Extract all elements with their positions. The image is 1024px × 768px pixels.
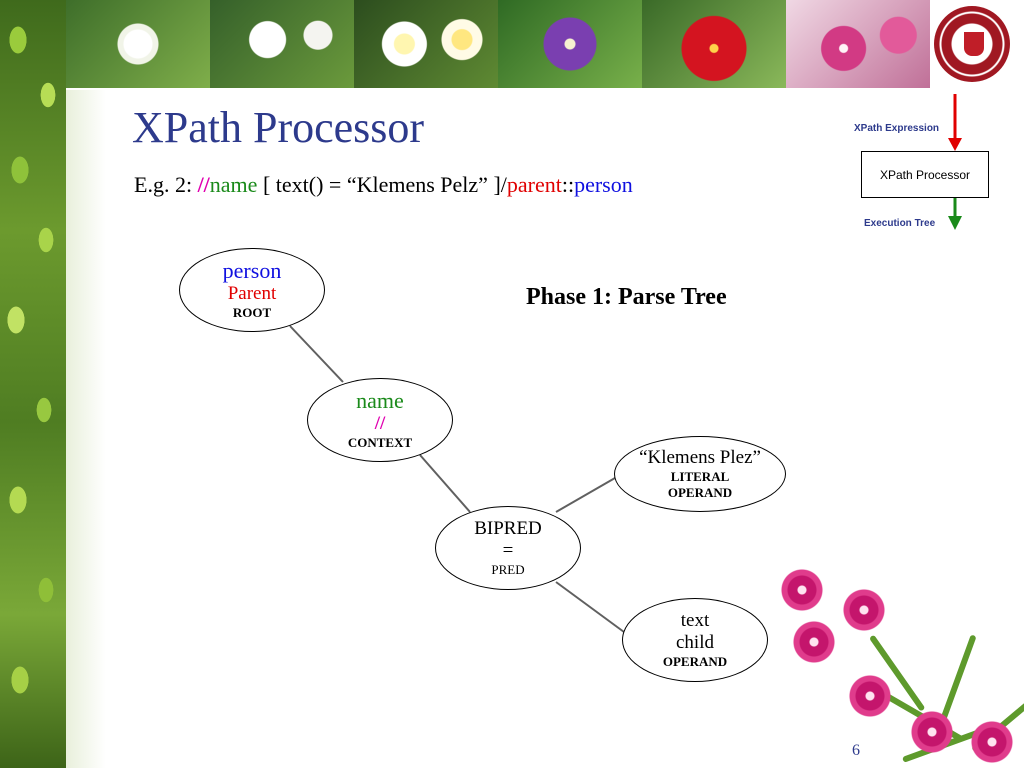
- node-context-secondary: //: [374, 413, 386, 434]
- foliage-fade: [66, 90, 106, 768]
- flower-photo-6: [786, 0, 930, 88]
- input-arrow-head-icon: [948, 138, 962, 151]
- edge-pred-text: [555, 581, 625, 633]
- orchid-flower: [780, 568, 824, 612]
- node-text-tag: OPERAND: [662, 654, 728, 669]
- expression-predicate: [ text() = “Klemens Pelz” ]/: [257, 172, 507, 197]
- node-literal-primary: “Klemens Plez”: [639, 447, 761, 468]
- node-root-secondary: Parent: [227, 283, 277, 304]
- node-text-primary: text: [680, 610, 710, 631]
- flower-photo-3: [354, 0, 498, 88]
- seal-shield-icon: [962, 30, 986, 58]
- flower-photo-5: [642, 0, 786, 88]
- flower-photo-2: [210, 0, 354, 88]
- node-pred-tag: PRED: [491, 562, 525, 577]
- node-context-primary: name: [356, 388, 404, 413]
- node-context-name: name // CONTEXT: [307, 378, 453, 462]
- orchid-decoration-image: [770, 560, 1024, 768]
- node-literal-tag2: OPERAND: [667, 485, 733, 500]
- foliage-border-image: [0, 0, 66, 768]
- phase-label: Phase 1: Parse Tree: [526, 284, 727, 310]
- expression-prefix: E.g. 2:: [134, 172, 198, 197]
- flower-photo-4: [498, 0, 642, 88]
- edge-root-context: [289, 325, 344, 383]
- orchid-flower: [970, 720, 1014, 764]
- node-text-secondary: child: [676, 632, 714, 653]
- processor-output-label: Execution Tree: [864, 218, 936, 229]
- orchid-flower: [848, 674, 892, 718]
- expression-name: name: [209, 172, 258, 197]
- processor-box: XPath Processor: [861, 151, 989, 198]
- orchid-flower: [792, 620, 836, 664]
- node-pred-secondary: =: [502, 540, 514, 561]
- edge-context-pred: [419, 454, 471, 513]
- flower-photo-banner: [66, 0, 930, 88]
- xpath-example-expression: E.g. 2: //name [ text() = “Klemens Pelz”…: [134, 172, 633, 198]
- node-literal-operand: “Klemens Plez” LITERAL OPERAND: [614, 436, 786, 512]
- expression-axis-symbol: //: [197, 172, 210, 197]
- expression-axis: parent: [506, 172, 562, 197]
- node-pred-bipred: BIPRED = PRED: [435, 506, 581, 590]
- node-root-person: person Parent ROOT: [179, 248, 325, 332]
- page-number: 6: [852, 742, 860, 759]
- output-arrow-head-icon: [948, 216, 962, 230]
- edge-pred-literal: [555, 477, 616, 513]
- orchid-flower: [910, 710, 954, 754]
- orchid-flower: [842, 588, 886, 632]
- node-text-operand: text child OPERAND: [622, 598, 768, 682]
- node-literal-tag1: LITERAL: [670, 469, 730, 484]
- node-root-tag: ROOT: [232, 305, 272, 320]
- flower-photo-1: [66, 0, 210, 88]
- node-context-tag: CONTEXT: [347, 435, 413, 450]
- node-pred-primary: BIPRED: [474, 518, 542, 539]
- expression-target: person: [574, 172, 633, 197]
- node-root-primary: person: [222, 258, 282, 283]
- page-title: XPath Processor: [132, 103, 425, 152]
- processor-input-label: XPath Expression: [854, 123, 940, 134]
- expression-separator: ::: [561, 172, 575, 197]
